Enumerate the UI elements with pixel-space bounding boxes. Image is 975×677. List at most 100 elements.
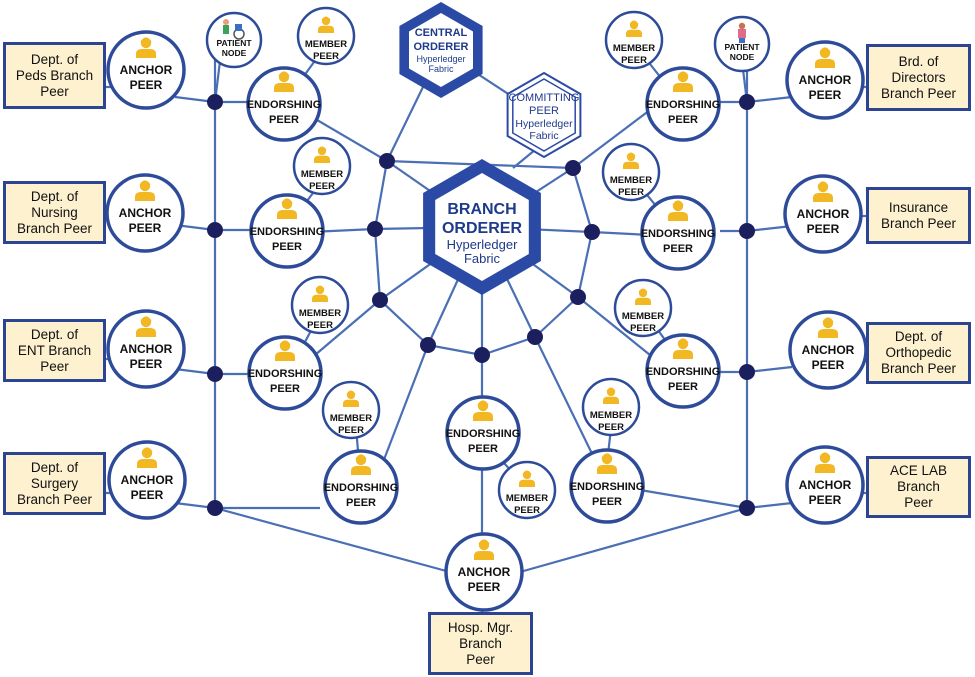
connection-line [314,299,381,356]
branch-peds-box: Dept. of Peds Branch Peer [3,42,106,109]
person-icon [597,453,617,474]
branch-ent-box: Dept. of ENT Branch Peer [3,319,106,382]
connection-line [639,488,748,510]
person-icon [136,316,156,337]
person-icon [813,181,833,202]
person-icon [343,390,359,407]
endorsing-peer-label-line1: ENDORSHING [324,482,399,494]
endorsing-peer-7: ENDORSHING PEER [645,333,721,409]
person-icon [137,447,157,468]
anchor-peer-label-line2: PEER [130,357,163,371]
member-peer-label-line2: PEER [338,425,364,436]
orderer-hexagons: CENTRALORDERERHyperledgerFabricCOMMITTIN… [399,2,582,295]
anchor-peer-label-line2: PEER [807,222,840,236]
connection-line [534,336,601,471]
branch-hospmgr-box: Hosp. Mgr. Branch Peer [428,612,533,675]
right-bus-junction [739,500,755,516]
endorsing-peer-label-line2: PEER [668,114,698,126]
anchor-peer-label-line2: PEER [809,493,842,507]
endorsing-peer-label-line2: PEER [668,381,698,393]
endorsing-peer-label-line2: PEER [663,243,693,255]
person-icon [351,454,371,475]
member-peer-label-line1: MEMBER [590,410,632,421]
ring-line [534,296,579,338]
person-icon [519,470,535,487]
anchor-peer-label-line1: ANCHOR [802,343,855,357]
endorsing-peer-label-line1: ENDORSHING [250,226,325,238]
endorsing-peer-label-line1: ENDORSHING [570,481,645,493]
member-peer-label-line1: MEMBER [622,311,664,322]
member-peer-label-line2: PEER [309,181,335,192]
anchor-peer-label-line2: PEER [812,358,845,372]
patient-figure-icon [738,22,746,43]
person-icon [474,539,494,560]
person-icon [312,285,328,302]
person-icon [135,180,155,201]
branch-orderer-title-line1: BRANCH [447,201,516,218]
ring-junction [570,289,586,305]
ring-junction [372,292,388,308]
central-orderer-title-line2: ORDERER [413,41,468,53]
junction-dots [207,94,755,516]
person-icon [626,20,642,37]
patient-node-label-line2: NODE [730,52,755,62]
person-icon [136,37,156,58]
ring-junction [379,153,395,169]
ring-junction [584,224,600,240]
person-icon [277,198,297,219]
member-peer-label-line2: PEER [618,187,644,198]
anchor-peer-label-line1: ANCHOR [120,63,173,77]
endorsing-peer-label-line1: ENDORSHING [646,99,721,111]
person-icon [318,16,334,33]
endorsing-peer-label-line1: ENDORSHING [248,368,323,380]
connection-line [214,506,451,574]
connection-line [577,296,651,356]
ring-line [571,167,594,233]
member-peer-label-line1: MEMBER [613,43,655,54]
committing-peer-title-line1: COMMITTING [509,92,580,104]
anchor-peer-label-line2: PEER [468,580,501,594]
branch-surgery-box: Dept. of Surgery Branch Peer [3,452,106,515]
connection-line [572,109,651,169]
anchor-peer-label-line1: ANCHOR [797,207,850,221]
person-icon [603,387,619,404]
endorsing-peer-label-line1: ENDORSHING [646,366,721,378]
left-bus-junction [207,94,223,110]
member-peer-label-line1: MEMBER [305,39,347,50]
ring-junction [565,160,581,176]
endorsing-peer-label-line2: PEER [270,383,300,395]
member-peer-label-line2: PEER [514,505,540,516]
branch-nursing-box: Dept. of Nursing Branch Peer [3,181,106,244]
connection-line [519,506,748,574]
central-orderer-title-line1: CENTRAL [415,27,468,39]
person-icon [275,340,295,361]
person-icon [673,71,693,92]
branch-ortho-box: Dept. of Orthopedic Branch Peer [866,322,971,384]
person-icon [668,200,688,221]
ring-line [576,231,594,298]
person-icon [673,338,693,359]
committing-peer-sub-line1: Hyperledger [515,118,573,130]
anchor-peer-label-line2: PEER [809,88,842,102]
member-peer-label-line2: PEER [313,51,339,62]
endorsing-peer-label-line2: PEER [592,496,622,508]
branch-orderer-sub-line1: Hyperledger [447,237,518,252]
right-bus-junction [739,223,755,239]
ring-line [481,335,536,357]
patient-figure-icon [223,19,245,40]
anchor-peer-label-line2: PEER [131,488,164,502]
